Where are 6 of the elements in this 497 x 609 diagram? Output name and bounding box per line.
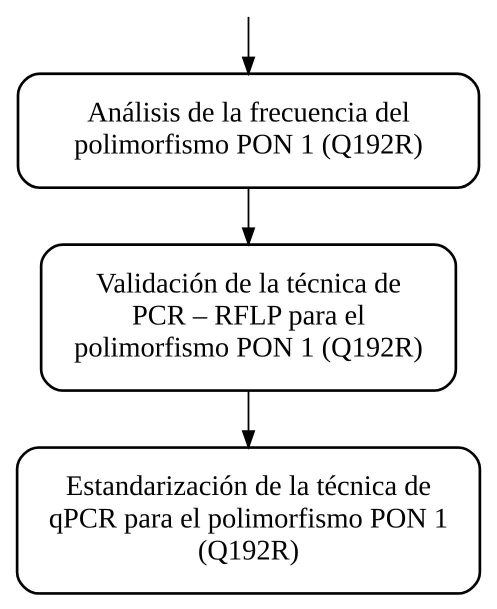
- arrow: [242, 16, 256, 76]
- node-box: Análisis de la frecuencia del polimorfismo PON 1 (Q192R): [16, 72, 480, 189]
- arrow: [242, 188, 256, 247]
- node-box: Validación de la técnica de PCR – RFLP para el polimorfismo PON 1 (Q192R): [40, 243, 458, 392]
- arrow: [242, 390, 256, 450]
- node-box: Estandarización de la técnica de qPCR para el polimorfismo PON 1 (Q192R): [16, 446, 482, 595]
